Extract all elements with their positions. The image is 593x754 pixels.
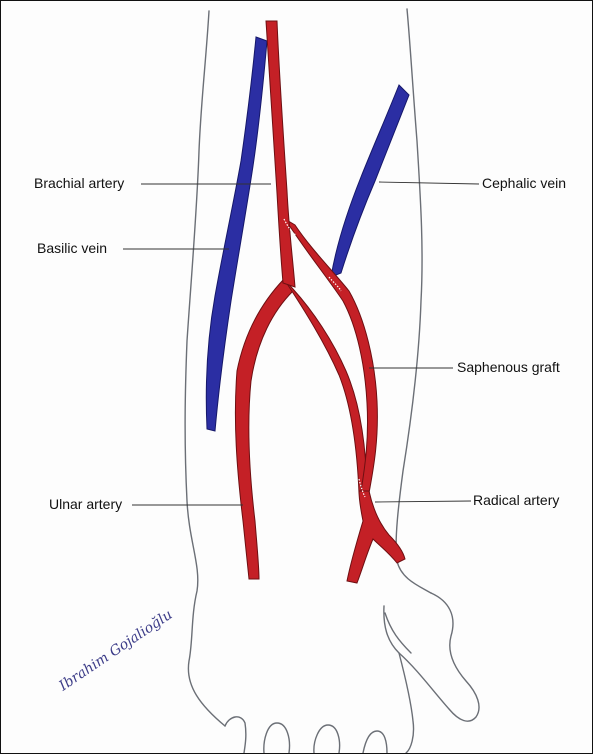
cephalic-vein-shape	[331, 85, 409, 277]
leader-cephalic-vein	[379, 182, 479, 184]
leader-lines	[123, 182, 479, 505]
label-basilic-vein: Basilic vein	[37, 240, 107, 256]
label-cephalic-vein: Cephalic vein	[482, 175, 566, 191]
label-saphenous-graft: Saphenous graft	[457, 359, 560, 375]
brachial-artery-shape	[266, 21, 295, 287]
finger-3	[314, 725, 340, 753]
thumb-outline	[384, 593, 479, 721]
finger-2	[264, 723, 290, 753]
label-ulnar-artery: Ulnar artery	[49, 496, 122, 512]
finger-1	[225, 717, 246, 753]
anastomosis-stitches	[284, 219, 365, 497]
signature: Ibrahim Gojalioğlu	[55, 607, 175, 695]
thumb-nail	[385, 613, 411, 653]
forearm-outline	[185, 9, 479, 753]
leader-radical-artery	[375, 501, 471, 502]
label-brachial-artery: Brachial artery	[34, 175, 124, 191]
ulnar-artery-shape	[235, 279, 293, 579]
palm-lower-edge	[399, 653, 414, 753]
signature-text: Ibrahim Gojalioğlu	[55, 607, 175, 695]
label-radical-artery: Radical artery	[473, 492, 559, 508]
finger-4	[363, 731, 387, 753]
